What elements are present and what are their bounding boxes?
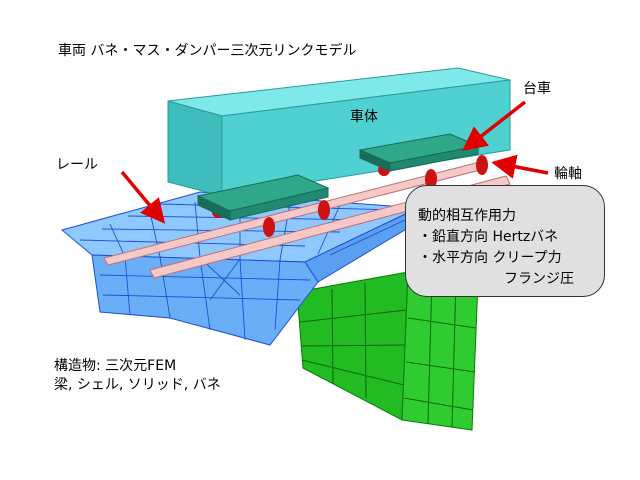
bogie-rear [358, 133, 488, 189]
wheel [318, 200, 330, 220]
interaction-title: 動的相互作用力 [418, 208, 516, 224]
structure-line-1: 構造物: 三次元FEM [54, 358, 177, 374]
car-body [167, 67, 511, 197]
rail-label: レール [56, 157, 98, 173]
bogie-arrow [462, 100, 527, 152]
interaction-flange: フランジ圧 [504, 271, 574, 287]
wheelset-arrow [491, 154, 549, 179]
bogie-front [196, 174, 330, 237]
wheel [263, 217, 275, 237]
interaction-vertical: ・鉛直方向 Hertzバネ [418, 229, 559, 245]
interaction-horizontal: ・水平方向 クリープ力 [418, 250, 562, 266]
wheel [425, 169, 437, 189]
car-body-label: 車体 [350, 109, 378, 125]
bogie-label: 台車 [523, 81, 551, 97]
interaction-force-callout: 動的相互作用力 ・鉛直方向 Hertzバネ ・水平方向 クリープ力 フランジ圧 [405, 185, 605, 297]
rail-arrow [120, 170, 166, 224]
model-title: 車両 バネ・マス・ダンパー三次元リンクモデル [58, 43, 357, 59]
wheelset-label: 輪軸 [554, 166, 582, 182]
structure-line-2: 梁, シェル, ソリッド, バネ [54, 377, 221, 393]
pier [296, 271, 479, 431]
wheel [476, 155, 488, 175]
